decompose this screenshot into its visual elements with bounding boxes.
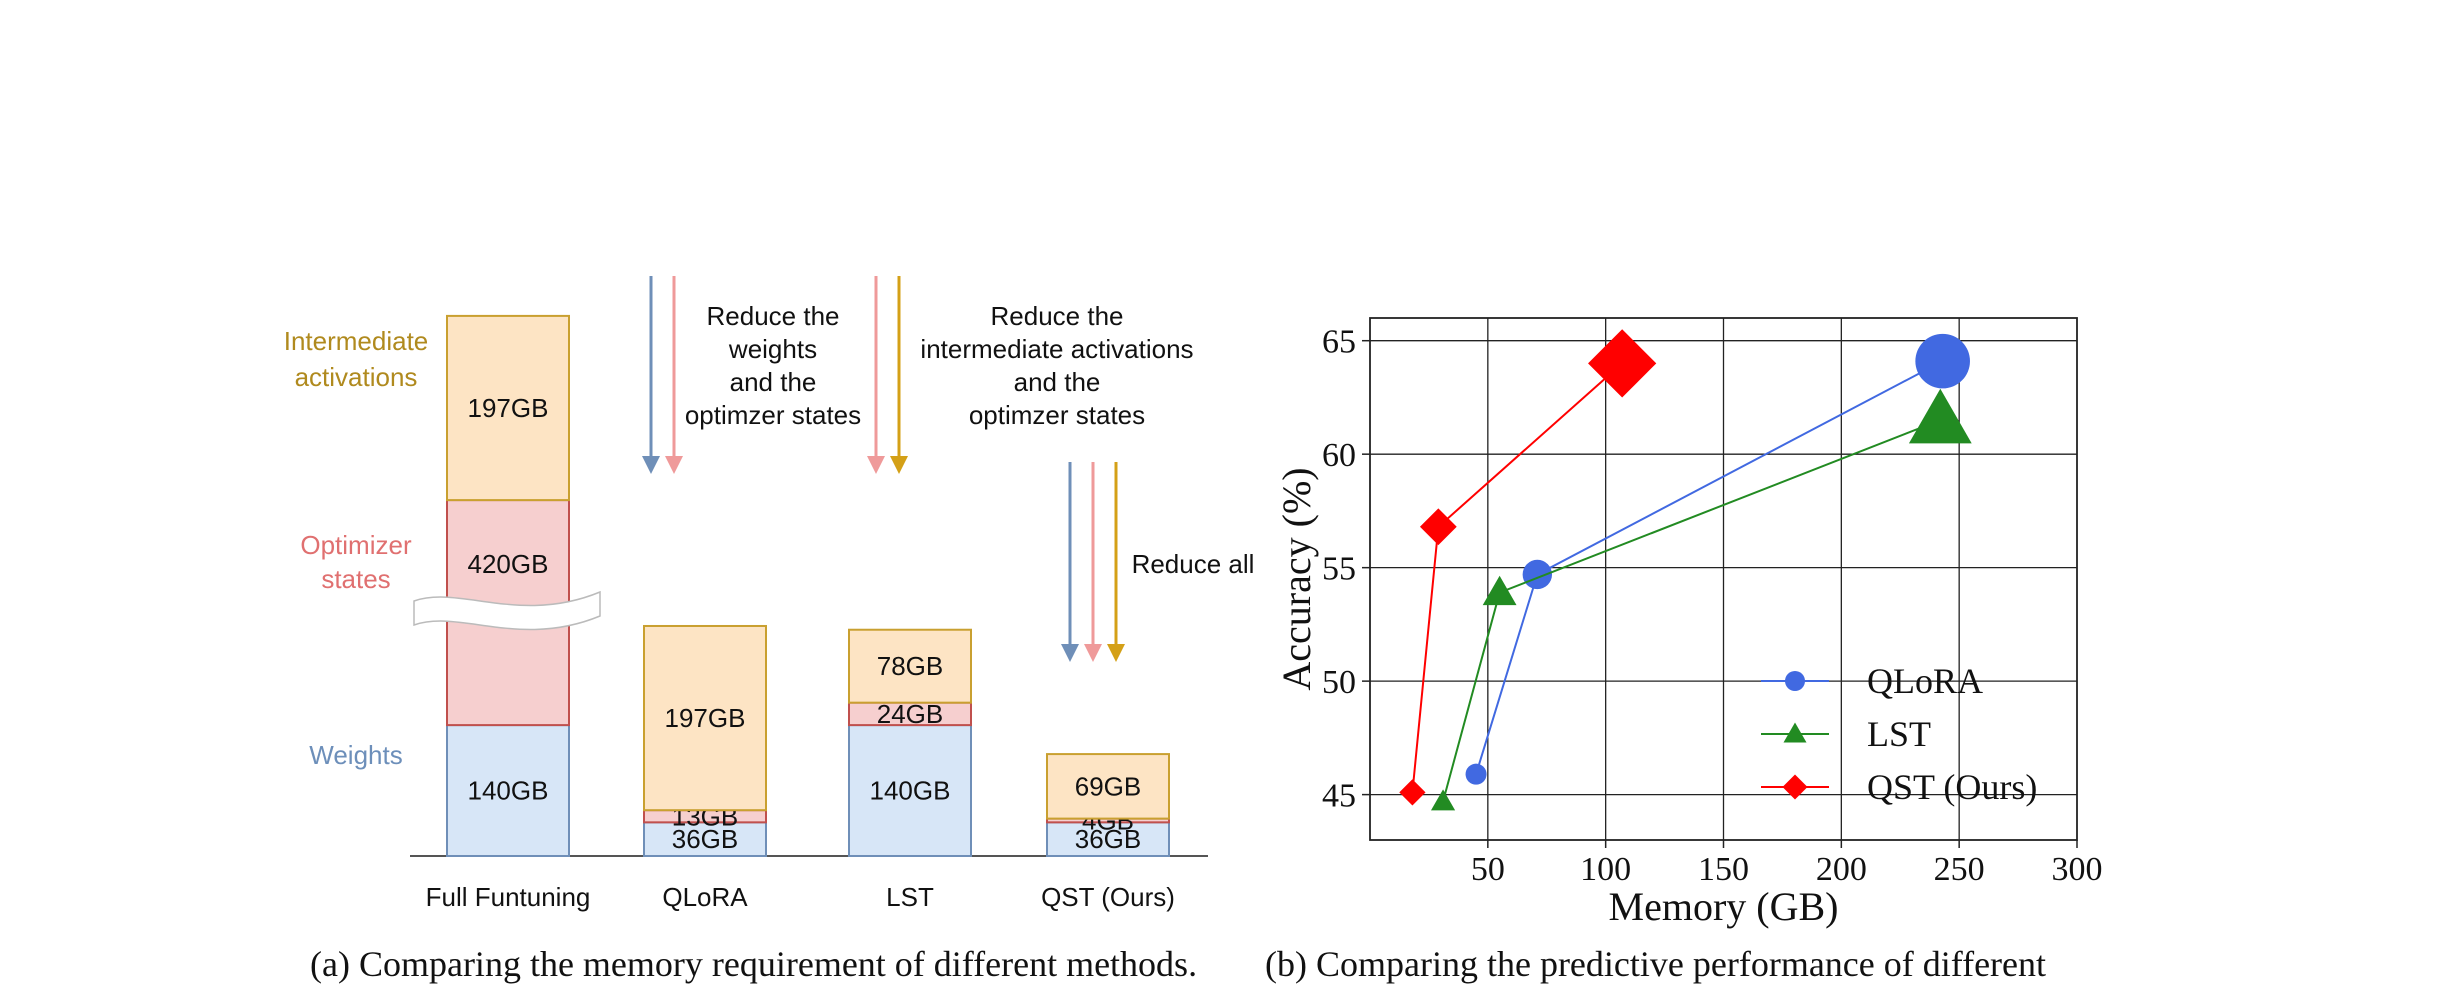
bar-category-label: QLoRA (662, 882, 748, 912)
bar-value-label: 78GB (877, 651, 944, 681)
series-line-triangle (1442, 419, 1941, 802)
axis-break-mark (413, 590, 601, 631)
reduction-arrow-head (1084, 644, 1102, 662)
data-point-circle (1915, 333, 1970, 389)
y-tick-label: 60 (1322, 437, 1356, 474)
bar-value-label: 24GB (877, 699, 944, 729)
reduction-arrow-head (890, 456, 908, 474)
stack-legend-label: Optimizer (300, 530, 412, 560)
stack-legend-label: Intermediate (284, 326, 429, 356)
bar-value-label: 197GB (665, 703, 746, 733)
bar-segment-weights (643, 821, 767, 858)
legend-label: QST (Ours) (1867, 767, 2037, 807)
bar-category-label: Full Funtuning (426, 882, 591, 912)
reduction-arrow-head (867, 456, 885, 474)
annotation-line: optimzer states (685, 400, 861, 430)
legend-label: LST (1867, 714, 1931, 754)
annotation-line: weights (728, 334, 817, 364)
annotation-line: and the (1014, 367, 1101, 397)
bar-segment-weights (446, 724, 570, 857)
x-tick-label: 300 (2052, 851, 2103, 888)
bar-category-label: QST (Ours) (1041, 882, 1175, 912)
legend-marker-circle (1785, 671, 1805, 691)
annotation-line: Reduce the (991, 301, 1124, 331)
bar-segment-weights (1046, 821, 1170, 858)
reduction-arrow-head (1061, 644, 1079, 662)
data-point-triangle (1482, 575, 1517, 606)
bar-value-label: 420GB (468, 549, 549, 579)
data-point-circle (1465, 763, 1487, 785)
x-tick-label: 150 (1698, 851, 1749, 888)
annotation-line: optimzer states (969, 400, 1145, 430)
y-tick-label: 55 (1322, 551, 1356, 588)
bar-category-label: LST (886, 882, 934, 912)
caption-a: (a) Comparing the memory requirement of … (310, 944, 1197, 984)
reduction-arrow-head (642, 456, 660, 474)
reduction-arrow-head (665, 456, 683, 474)
legend-label: QLoRA (1867, 661, 1983, 701)
bar-value-label: 36GB (1075, 824, 1142, 854)
series-line-diamond (1411, 362, 1623, 793)
data-point-triangle (1430, 789, 1456, 811)
annotation-line: Reduce all (1132, 549, 1255, 579)
y-tick-label: 65 (1322, 324, 1356, 361)
bar-segment-activations (1046, 753, 1170, 820)
x-axis-label: Memory (GB) (1609, 884, 1839, 929)
caption-b: (b) Comparing the predictive performance… (1265, 944, 2046, 984)
stack-legend-label: activations (295, 362, 418, 392)
bar-segment-activations (446, 314, 570, 502)
plot-frame (1369, 317, 2078, 841)
y-tick-label: 50 (1322, 664, 1356, 701)
bar-value-label: 140GB (870, 776, 951, 806)
legend-marker-triangle (1783, 722, 1807, 743)
annotation-line: and the (730, 367, 817, 397)
data-point-diamond (1399, 779, 1426, 806)
bar-value-label: 197GB (468, 393, 549, 423)
bar-value-label: 140GB (468, 776, 549, 806)
bar-segment-activations (643, 624, 767, 812)
x-tick-label: 50 (1471, 851, 1505, 888)
reduction-arrow-head (1107, 644, 1125, 662)
data-point-circle (1522, 559, 1553, 590)
bar-segment-activations (848, 628, 972, 704)
stack-legend-label: states (321, 564, 390, 594)
x-tick-label: 250 (1934, 851, 1985, 888)
stack-legend-label: Weights (309, 740, 402, 770)
legend-marker-diamond (1782, 774, 1808, 800)
x-tick-label: 200 (1816, 851, 1867, 888)
bar-value-label: 69GB (1075, 771, 1142, 801)
x-tick-label: 100 (1580, 851, 1631, 888)
bar-segment-weights (848, 724, 972, 857)
annotation-line: Reduce the (707, 301, 840, 331)
annotation-line: intermediate activations (920, 334, 1193, 364)
y-tick-label: 45 (1322, 778, 1356, 815)
data-point-diamond (1419, 508, 1457, 546)
y-axis-label: Accuracy (%) (1274, 467, 1319, 690)
data-point-triangle (1908, 388, 1972, 444)
data-point-diamond (1588, 329, 1657, 398)
bar-value-label: 36GB (672, 824, 739, 854)
